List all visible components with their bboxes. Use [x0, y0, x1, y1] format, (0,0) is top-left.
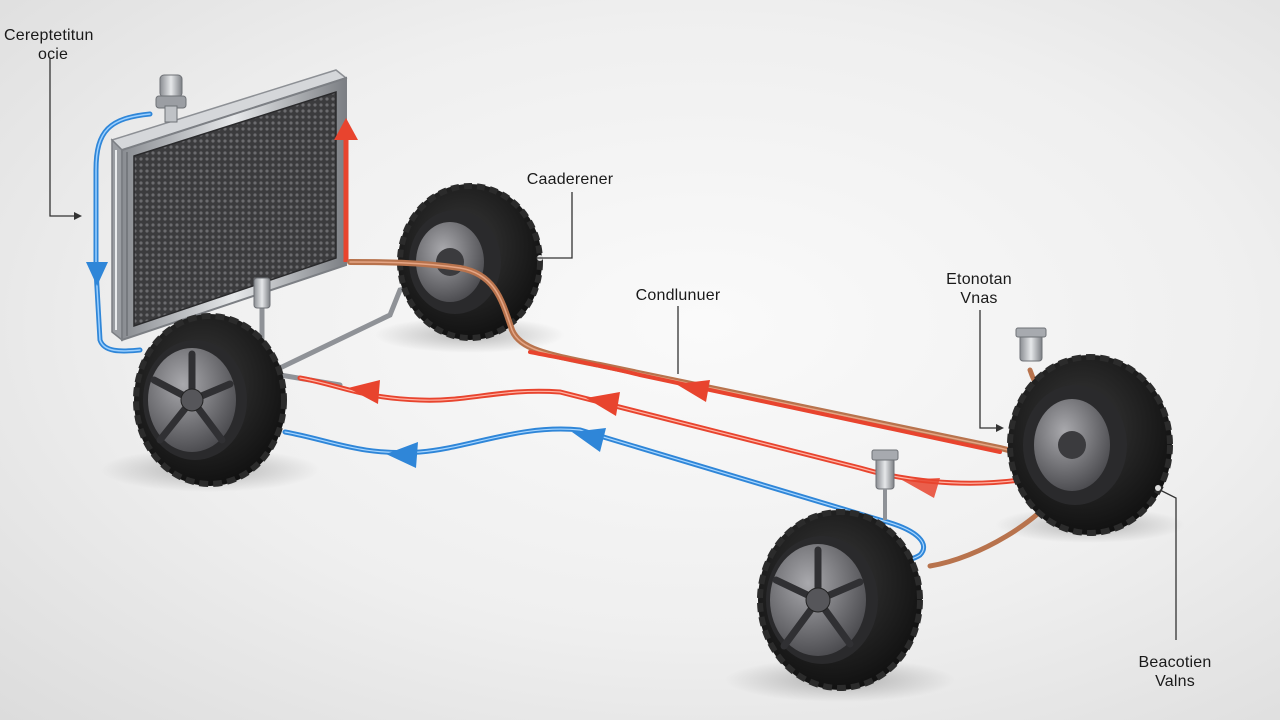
bracket-post	[253, 277, 271, 309]
hot-flow-arrow-icon	[348, 380, 380, 404]
label-conduit-text: Condlunuer	[635, 287, 721, 304]
label-evaporator-bottom: Beacotien Valns	[1120, 653, 1230, 691]
expansion-valve-front	[871, 449, 899, 520]
wheel-front-left	[133, 313, 287, 487]
label-evaporator-bottom-line2: Valns	[1155, 673, 1195, 690]
label-cooling-line2: ocie	[38, 46, 69, 63]
label-evaporator-bottom-line1: Beacotien	[1138, 654, 1212, 671]
radiator	[110, 69, 348, 342]
radiator-cap	[155, 74, 187, 123]
radiator-cold-loop	[93, 111, 153, 354]
wheel-front-right	[757, 509, 923, 691]
callout-arrowheads	[74, 212, 1004, 432]
label-evaporator-top: Etonotan Vnas	[920, 270, 1038, 308]
label-evaporator-top-line1: Etonotan	[946, 271, 1012, 288]
expansion-valve-rear	[1015, 327, 1047, 362]
hot-line-upper	[528, 350, 1002, 454]
hot-arrow-up-icon	[334, 118, 358, 140]
label-cooling-line1: Cereptetitun	[4, 27, 94, 44]
cold-flow-arrow-icon	[572, 428, 606, 452]
hot-flow-arrow-icon	[676, 380, 710, 402]
label-condenser-text: Caaderener	[526, 171, 614, 188]
wheel-rear-right	[397, 183, 543, 341]
label-cooling-unit: Cereptetitun ocie	[4, 26, 108, 64]
label-conduit: Condlunuer	[618, 286, 738, 305]
cold-flow-arrow-icon	[386, 442, 418, 468]
callout-leaders	[49, 58, 1177, 640]
wheel-rear-left	[1007, 354, 1173, 536]
hot-flow-arrow-icon	[902, 478, 940, 498]
label-evaporator-top-line2: Vnas	[960, 290, 998, 307]
cold-arrow-down-icon	[86, 262, 108, 286]
hot-flow-arrow-icon	[586, 392, 620, 416]
label-condenser: Caaderener	[510, 170, 630, 189]
